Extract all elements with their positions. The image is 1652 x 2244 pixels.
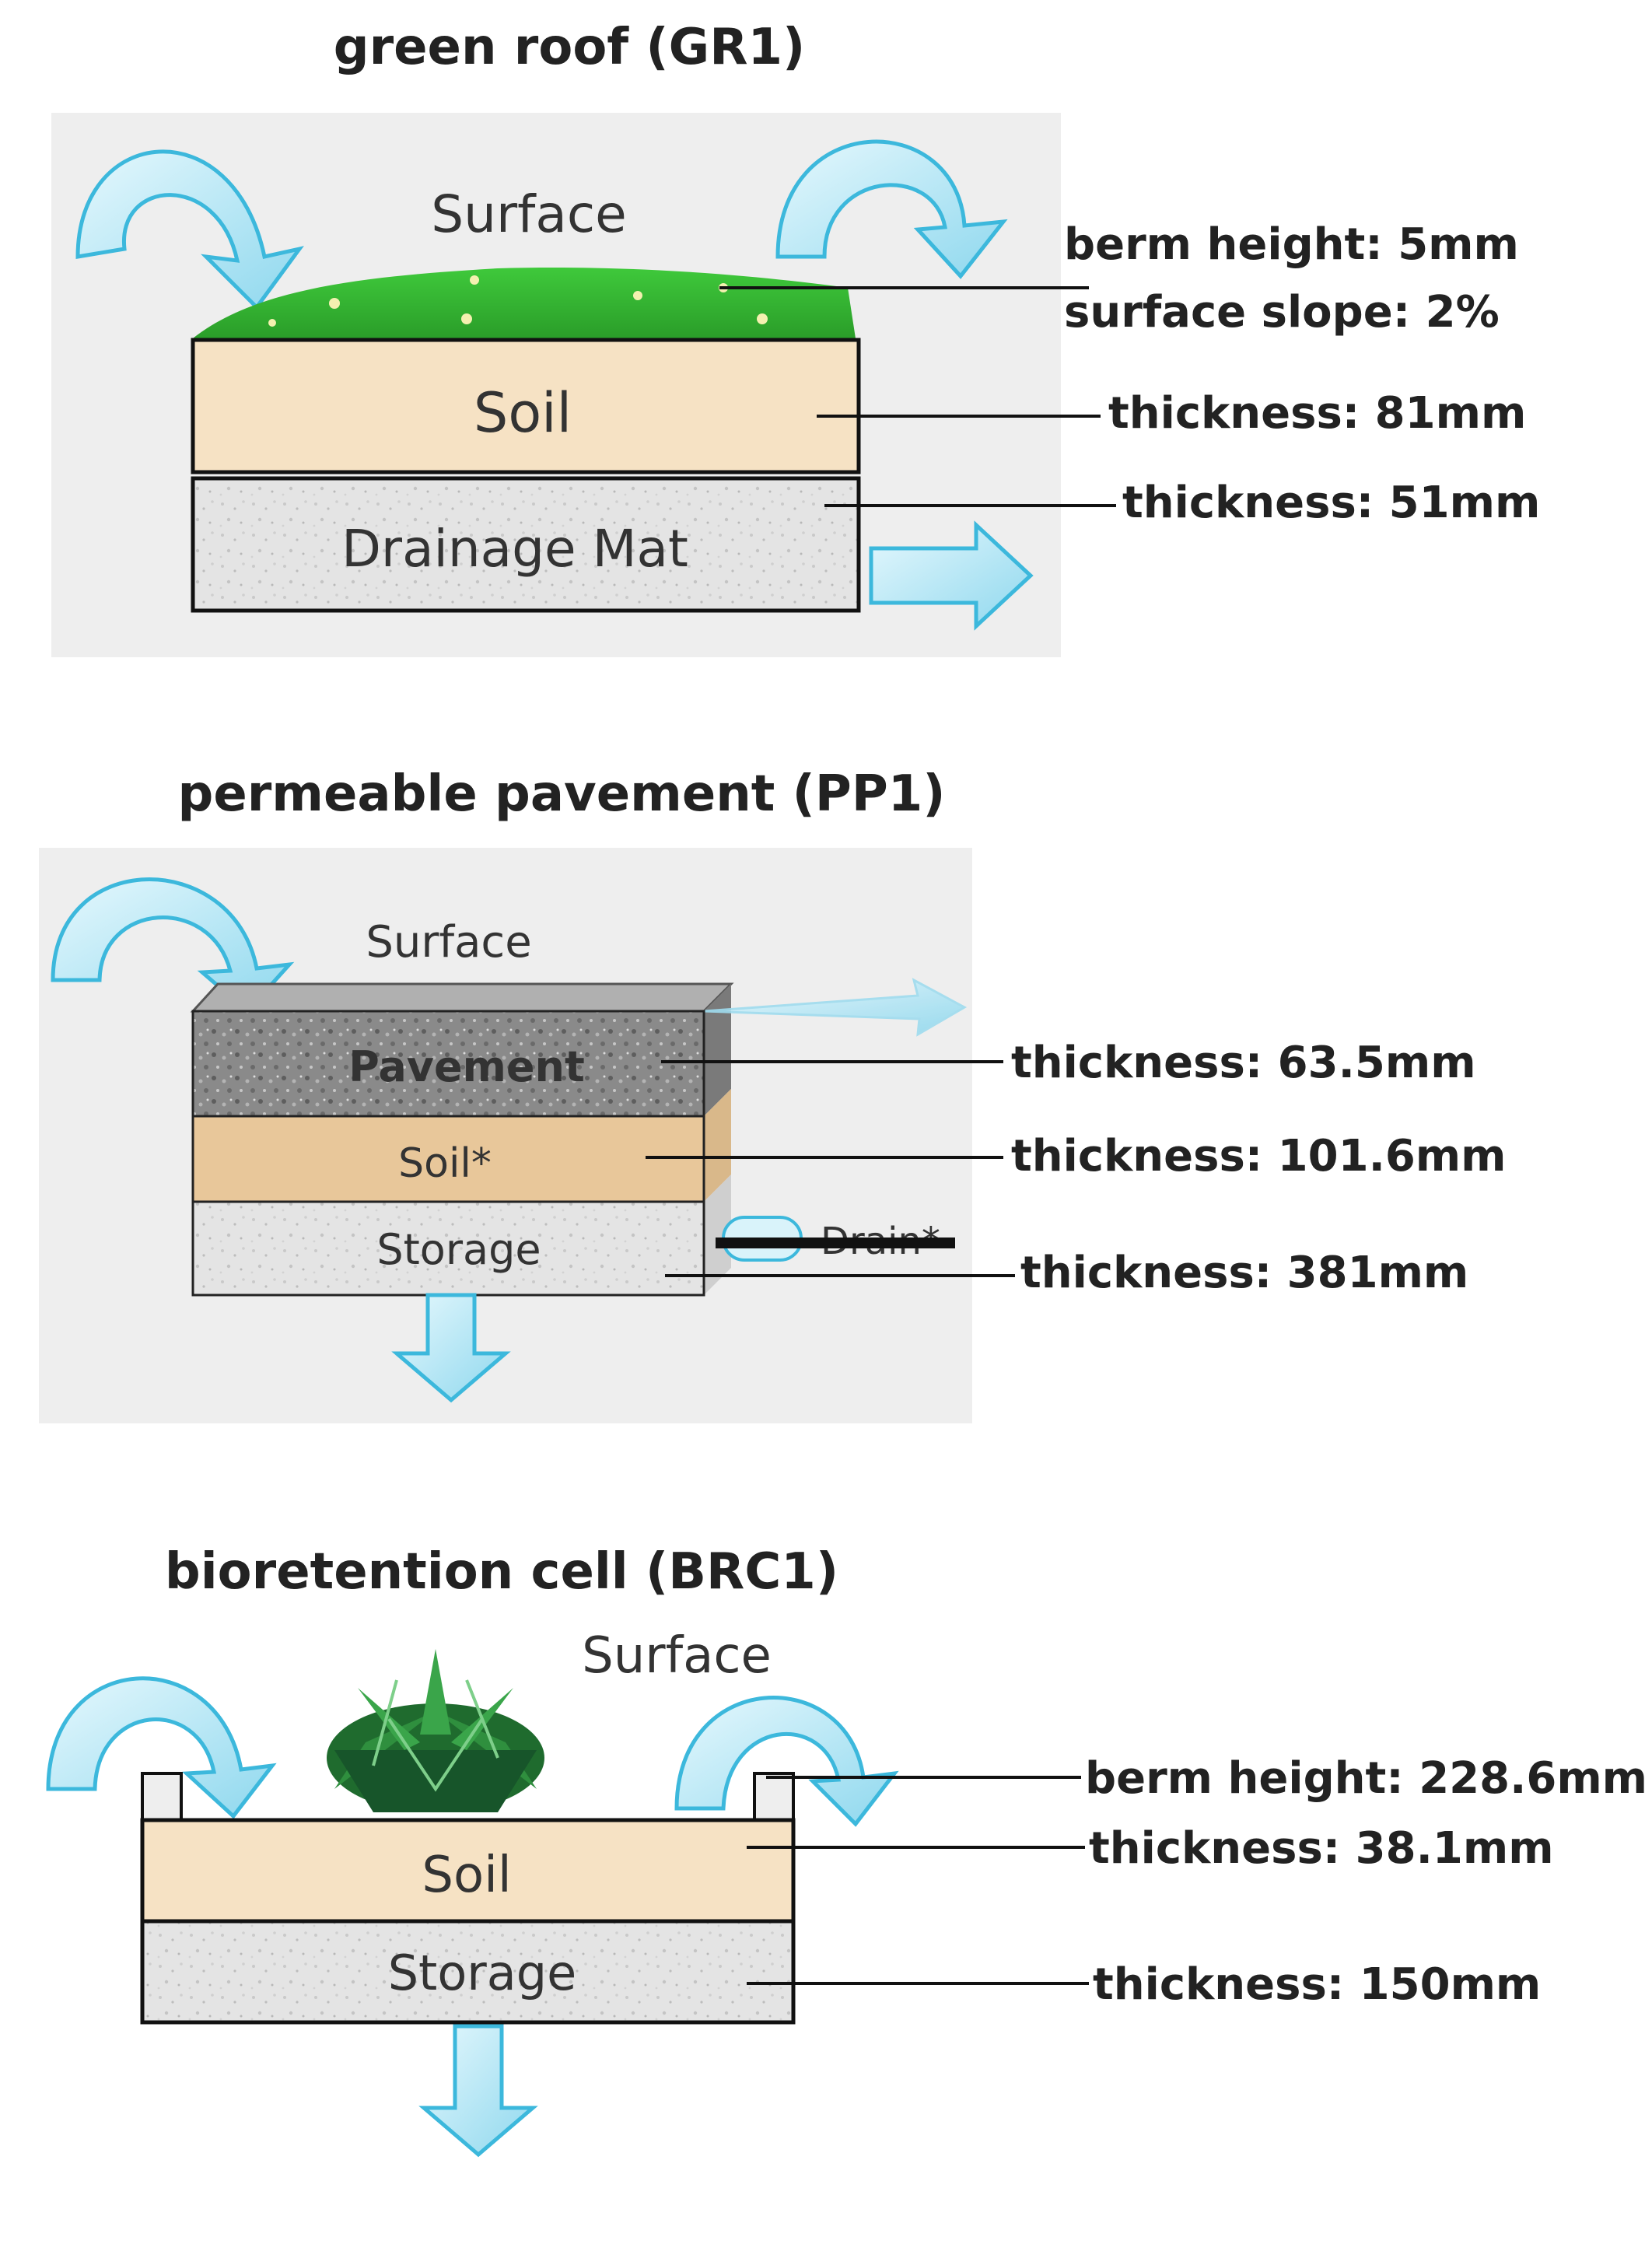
gr-surface-label: Surface (431, 184, 626, 244)
overflow-arrow-icon (775, 139, 1008, 279)
gr-surface-slope-text: surface slope: 2% (1064, 287, 1500, 338)
pp-pavement-layer (191, 1010, 705, 1118)
brc-infiltration-arrow-icon (418, 2024, 538, 2158)
gr-drainage-layer (191, 476, 861, 613)
pp-title: permeable pavement (PP1) (178, 765, 946, 823)
gr-soil-thickness-text: thickness: 81mm (1108, 388, 1526, 439)
pp-pavement-side (704, 984, 731, 1116)
pp-storage-side (704, 1175, 731, 1295)
inflow-arrow-icon (75, 149, 304, 310)
brc-berm-right (753, 1772, 795, 1822)
pp-storage-layer (191, 1200, 705, 1297)
pp-inflow-arrow-icon (51, 877, 295, 1014)
brc-storage-thickness-text: thickness: 150mm (1093, 1959, 1541, 2010)
gr-soil-layer (191, 338, 861, 474)
gr-drainage-label: Drainage Mat (341, 519, 688, 579)
brc-title: bioretention cell (BRC1) (165, 1543, 838, 1601)
permeable-pavement-section: permeable pavement (PP1) Surface Pavemen… (39, 765, 1507, 1423)
plant-icon (327, 1649, 544, 1812)
brc-inflow-arrow-icon (46, 1676, 277, 1819)
gr-drainage-thickness-text: thickness: 51mm (1122, 478, 1540, 528)
brc-berm-height-text: berm height: 228.6mm (1085, 1753, 1647, 1804)
pp-overflow-arrow-icon (703, 978, 968, 1037)
pp-pavement-label: Pavement (348, 1042, 585, 1091)
pp-soil-layer (191, 1115, 705, 1203)
green-roof-section: green roof (GR1) Surface Soil Drainage M… (51, 19, 1540, 657)
brc-berm-left (141, 1772, 183, 1822)
pp-storage-label: Storage (376, 1225, 541, 1274)
grass-flowers (268, 275, 768, 327)
grass-surface (193, 268, 856, 338)
pp-infiltration-arrow-icon (391, 1293, 511, 1403)
green-roof-title: green roof (GR1) (334, 19, 806, 76)
bioretention-section: bioretention cell (BRC1) Surface Soil St… (46, 1543, 1647, 2158)
brc-soil-layer (140, 1818, 796, 1924)
brc-soil-label: Soil (422, 1847, 511, 1904)
gr-berm-height-text: berm height: 5mm (1064, 219, 1519, 270)
brc-storage-label: Storage (388, 1945, 577, 2001)
pp-soil-side (704, 1089, 731, 1202)
drain-arrow-icon (869, 520, 1034, 631)
brc-soil-thickness-text: thickness: 38.1mm (1089, 1823, 1554, 1874)
pp-soil-label: Soil* (398, 1140, 492, 1187)
gr-soil-label: Soil (474, 381, 572, 445)
brc-storage-layer (140, 1919, 796, 2025)
pp-surface-label: Surface (366, 917, 531, 968)
pp-top-face (190, 982, 734, 1013)
pp-storage-thickness-text: thickness: 381mm (1020, 1248, 1468, 1298)
brc-surface-label: Surface (582, 1627, 772, 1685)
pp-pavement-thickness-text: thickness: 63.5mm (1011, 1038, 1476, 1088)
pp-soil-thickness-text: thickness: 101.6mm (1011, 1131, 1507, 1182)
